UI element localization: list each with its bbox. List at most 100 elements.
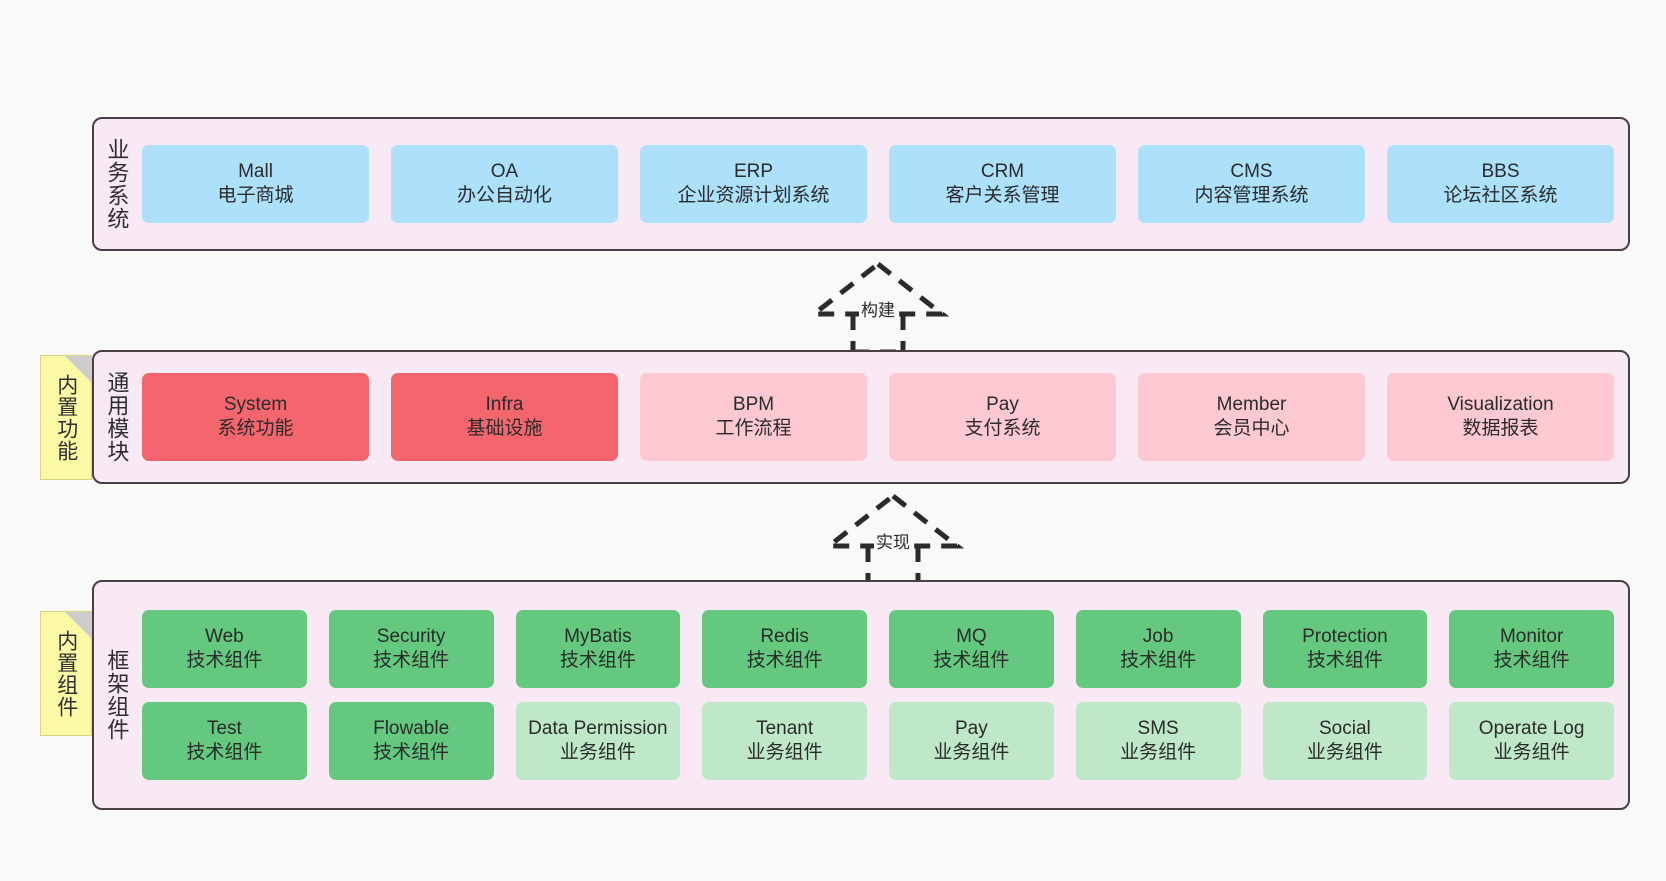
node-label-cn: 技术组件 bbox=[373, 650, 450, 671]
node-mall[interactable]: Mall 电子商城 bbox=[142, 145, 369, 223]
node-label-en: Pay bbox=[955, 717, 988, 739]
node-tenant[interactable]: Tenant 业务组件 bbox=[702, 702, 867, 780]
node-label-en: Operate Log bbox=[1478, 717, 1585, 739]
node-label-cn: 技术组件 bbox=[1493, 650, 1570, 671]
node-label-en: Member bbox=[1216, 393, 1287, 415]
node-label-en: SMS bbox=[1137, 717, 1179, 739]
node-label-cn: 工作流程 bbox=[715, 418, 792, 439]
node-test[interactable]: Test 技术组件 bbox=[142, 702, 307, 780]
node-label-en: Job bbox=[1142, 625, 1174, 647]
node-sms[interactable]: SMS 业务组件 bbox=[1075, 702, 1241, 780]
node-label-cn: 电子商城 bbox=[217, 185, 294, 206]
layer-title-framework-components: 框架组件 bbox=[104, 649, 130, 741]
node-label-en: Monitor bbox=[1499, 625, 1564, 647]
node-label-cn: 技术组件 bbox=[1120, 650, 1197, 671]
node-label-cn: 支付系统 bbox=[964, 418, 1041, 439]
node-label-cn: 业务组件 bbox=[1306, 742, 1383, 763]
node-label-en: Test bbox=[206, 717, 242, 739]
node-social[interactable]: Social 业务组件 bbox=[1262, 702, 1428, 780]
layer-body-framework-components: Web 技术组件 Security 技术组件 MyBatis 技术组件 Redi… bbox=[138, 582, 1628, 808]
node-row: System 系统功能 Infra 基础设施 BPM 工作流程 Pay 支付系统… bbox=[142, 373, 1614, 461]
node-label-en: CRM bbox=[980, 160, 1025, 182]
node-data-permission[interactable]: Data Permission 业务组件 bbox=[515, 702, 681, 780]
node-bbs[interactable]: BBS 论坛社区系统 bbox=[1387, 145, 1614, 223]
node-visualization[interactable]: Visualization 数据报表 bbox=[1387, 373, 1614, 461]
layer-common-modules: 通用模块 System 系统功能 Infra 基础设施 BPM 工作流程 Pay… bbox=[92, 350, 1630, 484]
node-system[interactable]: System 系统功能 bbox=[142, 373, 369, 461]
node-member[interactable]: Member 会员中心 bbox=[1138, 373, 1365, 461]
node-job[interactable]: Job 技术组件 bbox=[1075, 610, 1241, 688]
layer-business-systems: 业务系统 Mall 电子商城 OA 办公自动化 ERP 企业资源计划系统 CRM… bbox=[92, 117, 1630, 251]
node-row-business: Test 技术组件 Flowable 技术组件 Data Permission … bbox=[142, 702, 1614, 780]
sticky-note-label: 内置组件 bbox=[54, 629, 78, 718]
node-infra[interactable]: Infra 基础设施 bbox=[391, 373, 618, 461]
node-label-en: Social bbox=[1319, 717, 1371, 739]
node-redis[interactable]: Redis 技术组件 bbox=[702, 610, 867, 688]
node-label-cn: 技术组件 bbox=[559, 650, 636, 671]
node-label-cn: 技术组件 bbox=[746, 650, 823, 671]
layer-framework-components: 框架组件 Web 技术组件 Security 技术组件 MyBatis 技术组件… bbox=[92, 580, 1630, 810]
node-pay-component[interactable]: Pay 业务组件 bbox=[889, 702, 1054, 780]
node-label-en: System bbox=[223, 393, 288, 415]
node-mq[interactable]: MQ 技术组件 bbox=[889, 610, 1054, 688]
node-erp[interactable]: ERP 企业资源计划系统 bbox=[640, 145, 867, 223]
node-label-en: MyBatis bbox=[564, 625, 632, 647]
node-label-en: Redis bbox=[760, 625, 809, 647]
sticky-fold-icon bbox=[65, 612, 91, 638]
connector-label-build: 构建 bbox=[859, 296, 897, 321]
node-label-en: Visualization bbox=[1447, 393, 1554, 415]
node-label-en: OA bbox=[490, 160, 519, 182]
node-label-cn: 业务组件 bbox=[1120, 742, 1197, 763]
node-label-en: BPM bbox=[732, 393, 775, 415]
connector-build: 构建 bbox=[798, 258, 958, 354]
node-web[interactable]: Web 技术组件 bbox=[142, 610, 307, 688]
node-pay-module[interactable]: Pay 支付系统 bbox=[889, 373, 1116, 461]
node-label-cn: 会员中心 bbox=[1213, 418, 1290, 439]
node-label-en: Security bbox=[376, 625, 446, 647]
layer-title-business-systems: 业务系统 bbox=[104, 138, 130, 230]
node-security[interactable]: Security 技术组件 bbox=[328, 610, 494, 688]
node-operate-log[interactable]: Operate Log 业务组件 bbox=[1449, 702, 1614, 780]
node-label-cn: 业务组件 bbox=[1493, 742, 1570, 763]
node-label-cn: 数据报表 bbox=[1462, 418, 1539, 439]
node-label-cn: 系统功能 bbox=[217, 418, 294, 439]
node-label-en: Flowable bbox=[373, 717, 450, 739]
node-label-en: Pay bbox=[986, 393, 1019, 415]
node-crm[interactable]: CRM 客户关系管理 bbox=[889, 145, 1116, 223]
layer-body-common-modules: System 系统功能 Infra 基础设施 BPM 工作流程 Pay 支付系统… bbox=[138, 352, 1628, 482]
node-label-en: Web bbox=[205, 625, 244, 647]
node-label-cn: 论坛社区系统 bbox=[1443, 185, 1558, 206]
layer-body-business-systems: Mall 电子商城 OA 办公自动化 ERP 企业资源计划系统 CRM 客户关系… bbox=[138, 119, 1628, 249]
node-label-cn: 办公自动化 bbox=[456, 185, 552, 206]
node-label-cn: 基础设施 bbox=[466, 418, 543, 439]
node-label-cn: 技术组件 bbox=[933, 650, 1010, 671]
sticky-note-label: 内置功能 bbox=[54, 373, 78, 462]
sticky-note-builtin-features: 内置功能 bbox=[40, 355, 92, 480]
node-label-cn: 技术组件 bbox=[186, 650, 263, 671]
node-label-cn: 技术组件 bbox=[373, 742, 450, 763]
node-label-cn: 技术组件 bbox=[1306, 650, 1383, 671]
node-monitor[interactable]: Monitor 技术组件 bbox=[1449, 610, 1614, 688]
node-label-en: BBS bbox=[1481, 160, 1520, 182]
node-cms[interactable]: CMS 内容管理系统 bbox=[1138, 145, 1365, 223]
node-mybatis[interactable]: MyBatis 技术组件 bbox=[515, 610, 681, 688]
node-protection[interactable]: Protection 技术组件 bbox=[1262, 610, 1428, 688]
node-label-en: Mall bbox=[238, 160, 273, 182]
sticky-fold-icon bbox=[65, 356, 91, 382]
node-row: Mall 电子商城 OA 办公自动化 ERP 企业资源计划系统 CRM 客户关系… bbox=[142, 145, 1614, 223]
connector-implement: 实现 bbox=[813, 490, 973, 586]
node-label-cn: 内容管理系统 bbox=[1194, 185, 1309, 206]
node-oa[interactable]: OA 办公自动化 bbox=[391, 145, 618, 223]
sticky-note-builtin-components: 内置组件 bbox=[40, 611, 92, 736]
node-flowable[interactable]: Flowable 技术组件 bbox=[328, 702, 494, 780]
node-label-cn: 客户关系管理 bbox=[945, 185, 1060, 206]
node-label-cn: 业务组件 bbox=[746, 742, 823, 763]
node-label-en: Data Permission bbox=[528, 717, 668, 739]
node-label-en: MQ bbox=[956, 625, 987, 647]
node-bpm[interactable]: BPM 工作流程 bbox=[640, 373, 867, 461]
layer-title-common-modules: 通用模块 bbox=[104, 371, 130, 463]
node-row-technical: Web 技术组件 Security 技术组件 MyBatis 技术组件 Redi… bbox=[142, 610, 1614, 688]
node-label-en: CMS bbox=[1230, 160, 1273, 182]
node-label-cn: 技术组件 bbox=[186, 742, 263, 763]
node-label-en: Tenant bbox=[756, 717, 814, 739]
